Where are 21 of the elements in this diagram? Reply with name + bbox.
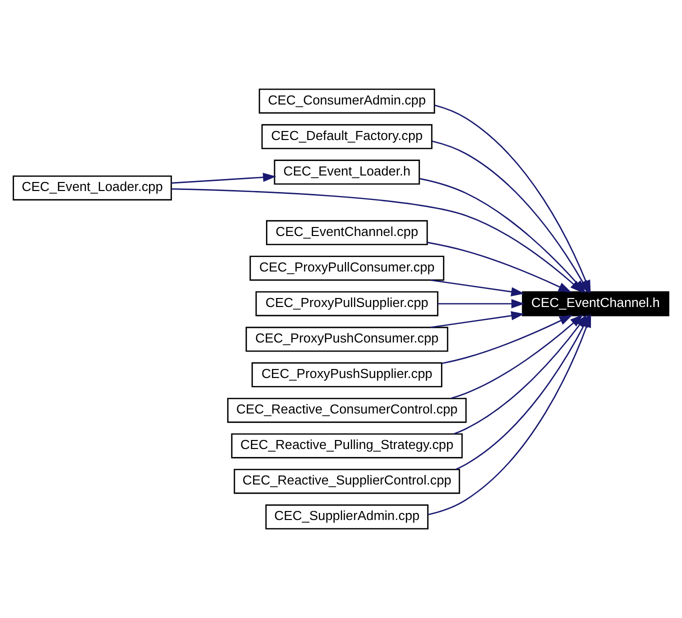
node-box: CEC_Event_Loader.h xyxy=(274,160,420,185)
node-box: CEC_Event_Loader.cpp xyxy=(12,175,172,200)
node-box: CEC_ProxyPushSupplier.cpp xyxy=(252,362,442,388)
arrow xyxy=(427,242,572,293)
node-box: CEC_ConsumerAdmin.cpp xyxy=(258,88,436,114)
node-box: CEC_ProxyPushConsumer.cpp xyxy=(246,326,448,352)
node-box: CEC_ProxyPullConsumer.cpp xyxy=(250,256,444,281)
arrow xyxy=(450,314,584,399)
node-box: CEC_SupplierAdmin.cpp xyxy=(265,504,428,530)
node-box: CEC_EventChannel.cpp xyxy=(266,220,428,246)
node-box: CEC_Default_Factory.cpp xyxy=(261,124,432,150)
arrow xyxy=(438,299,525,308)
node-box: CEC_EventChannel.h xyxy=(522,291,670,316)
arrow xyxy=(430,311,524,328)
node-box: CEC_Reactive_SupplierControl.cpp xyxy=(234,468,460,494)
arrow xyxy=(442,314,573,364)
node-box: CEC_Reactive_ConsumerControl.cpp xyxy=(227,398,467,423)
node-box: CEC_ProxyPullSupplier.cpp xyxy=(255,291,438,316)
arrow xyxy=(171,172,276,184)
node-box: CEC_Reactive_Pulling_Strategy.cpp xyxy=(231,433,463,458)
arrow xyxy=(430,279,524,296)
